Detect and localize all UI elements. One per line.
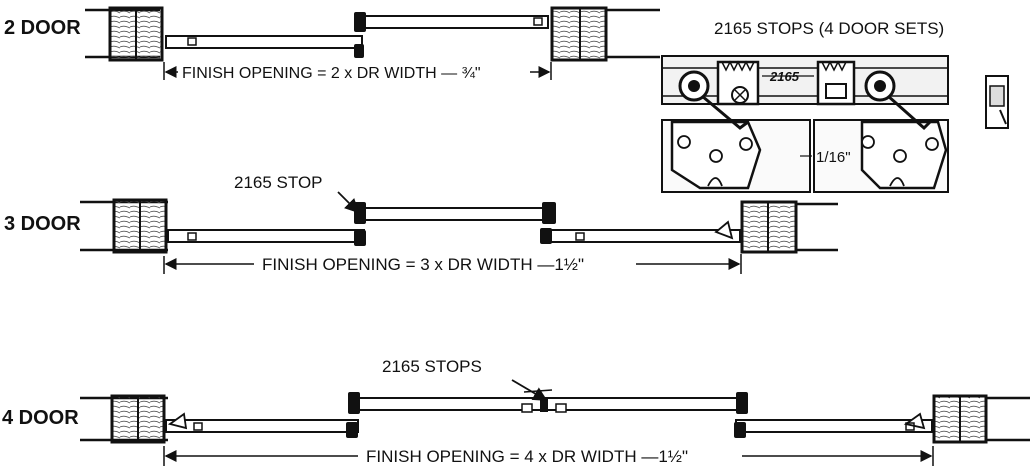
three-door-dimension: FINISH OPENING = 3 x DR WIDTH —1½": [262, 255, 584, 274]
door-panel-back: [165, 35, 363, 49]
three-door-label: 3 DOOR: [4, 213, 81, 235]
two-door-label: 2 DOOR: [4, 17, 81, 39]
four-door-label: 4 DOOR: [2, 407, 79, 429]
stops-detail: 2165 STOPS (4 DOOR SETS) 2165: [661, 19, 1009, 193]
left-jamb: [108, 6, 164, 62]
detail-title: 2165 STOPS (4 DOOR SETS): [714, 19, 944, 38]
three-door-stop-label: 2165 STOP: [234, 173, 323, 192]
right-jamb-3: [740, 200, 798, 254]
two-door-dimension: FINISH OPENING = 2 x DR WIDTH — ¾": [182, 65, 481, 82]
left-jamb-3: [112, 198, 168, 254]
door-panel-front: [355, 15, 549, 29]
detail-part-label: 2165: [769, 69, 800, 84]
four-door-stop-label: 2165 STOPS: [382, 357, 482, 376]
two-door-diagram: 2 DOOR FINISH OPENING = 2 x DR WIDTH — ¾…: [4, 6, 660, 82]
left-jamb-4: [110, 394, 166, 444]
right-jamb-4: [932, 394, 988, 444]
right-jamb: [550, 6, 608, 62]
four-door-dimension: FINISH OPENING = 4 x DR WIDTH —1½": [366, 447, 688, 466]
three-door-diagram: 3 DOOR 2165 STOP FINISH OPENING = 3 x D: [4, 173, 838, 274]
four-door-diagram: 4 DOOR 2165 STOPS: [2, 357, 1030, 466]
detail-gap-label: 1/16": [816, 149, 851, 166]
